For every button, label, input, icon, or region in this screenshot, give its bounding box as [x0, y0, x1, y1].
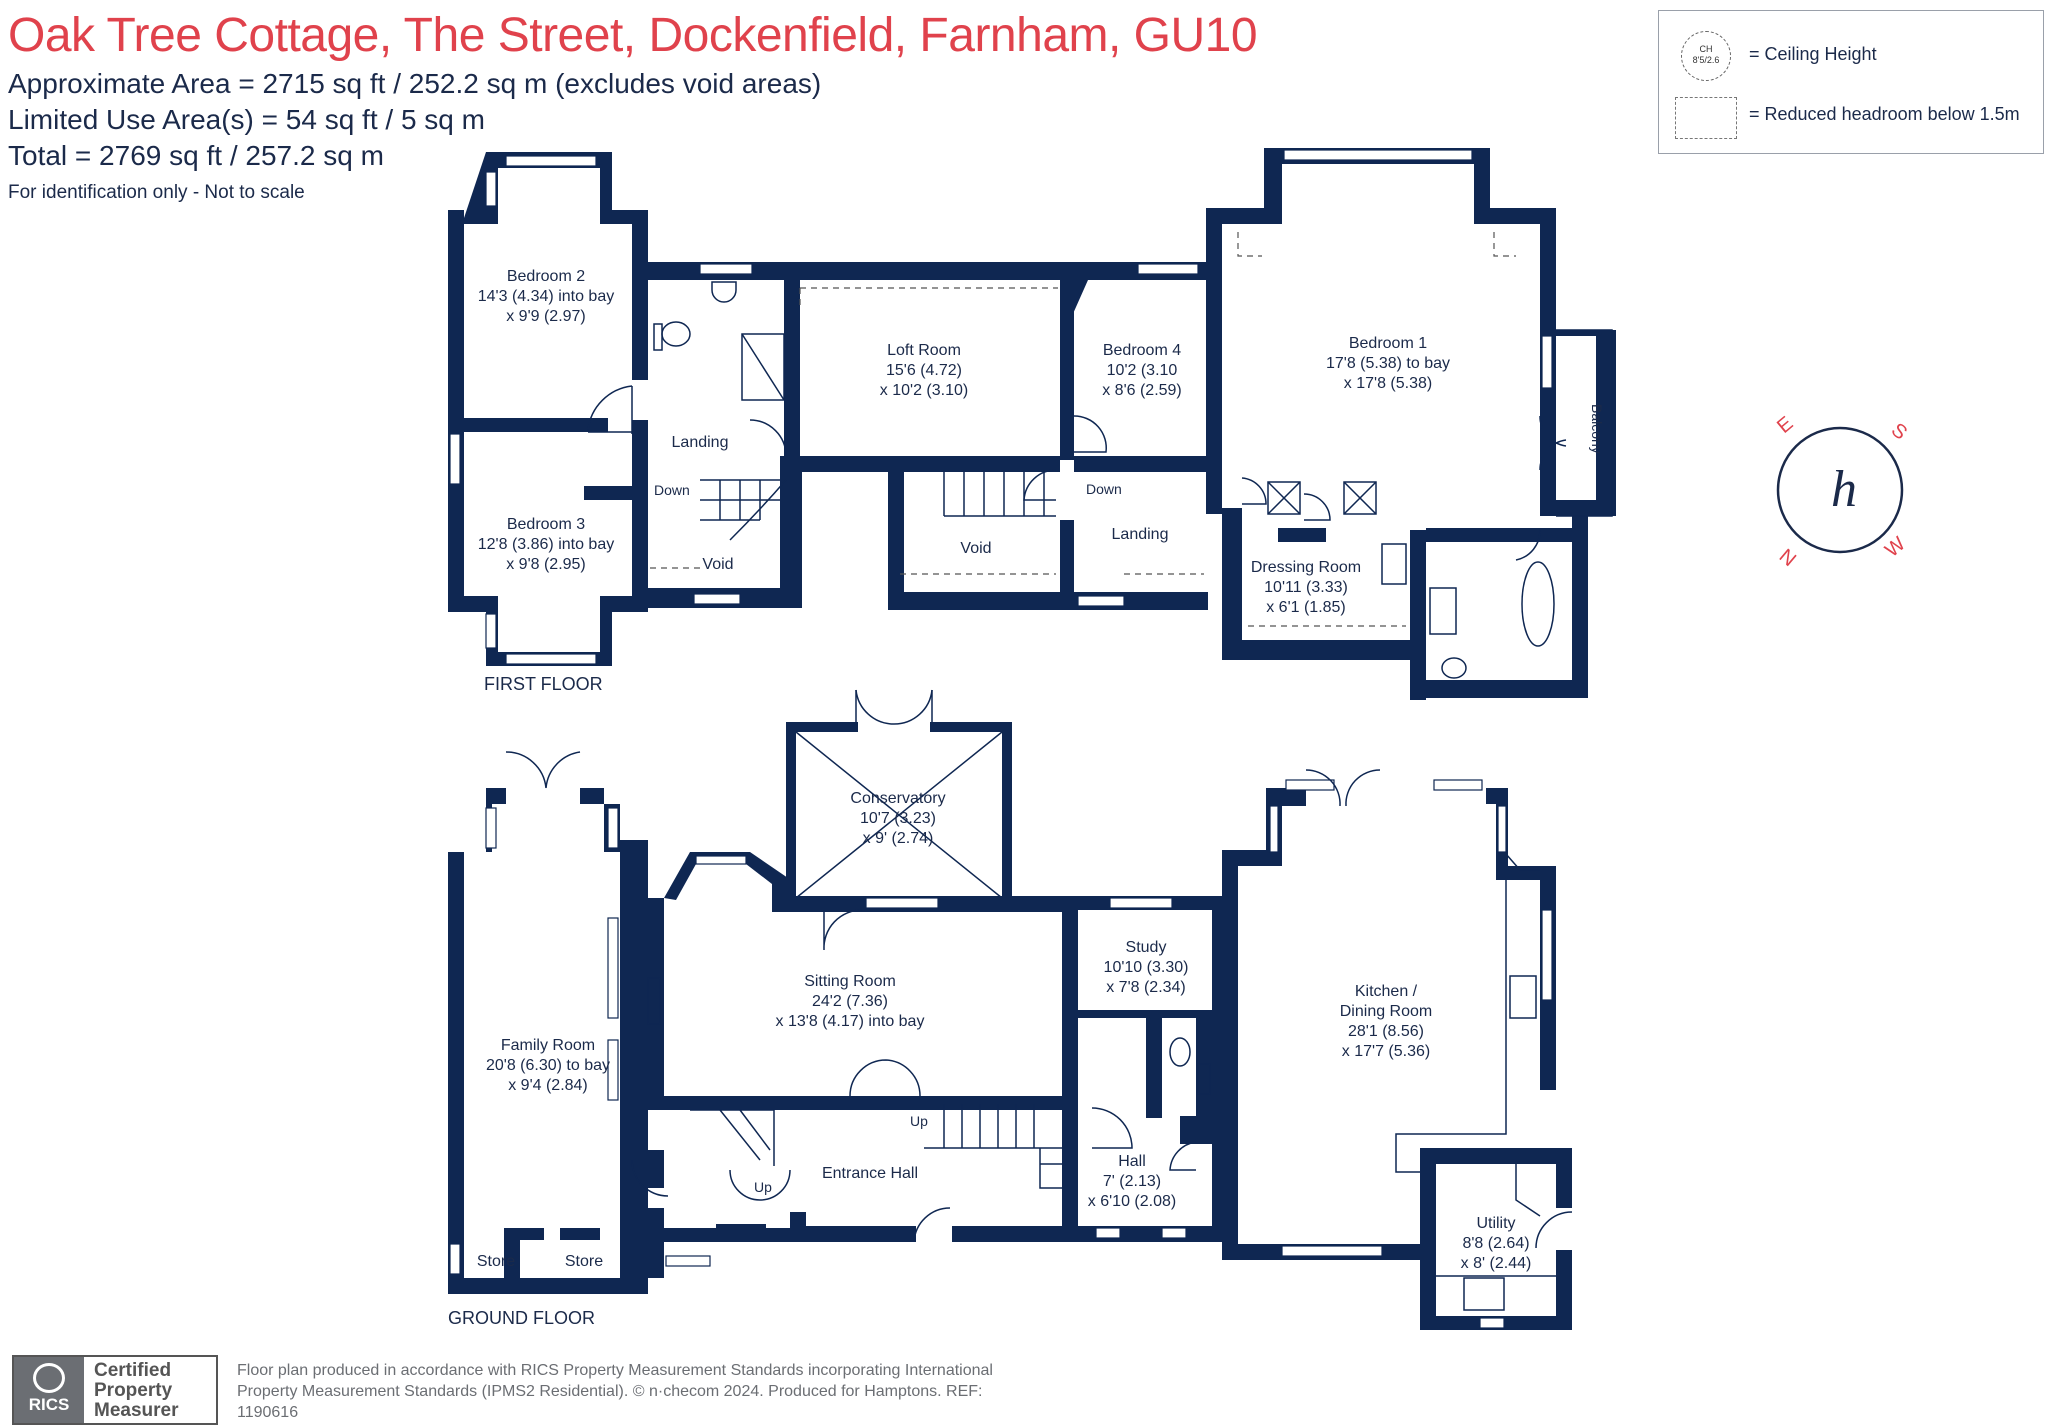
- family-dim2: x 9'4 (2.84): [508, 1077, 588, 1094]
- bedroom3-dim2: x 9'8 (2.95): [506, 556, 586, 573]
- utility-dim1: 8'8 (2.64): [1462, 1235, 1529, 1252]
- identification-note: For identification only - Not to scale: [8, 182, 305, 203]
- limited-use-area: Limited Use Area(s) = 54 sq ft / 5 sq m: [8, 104, 485, 135]
- bedroom4-dim1: 10'2 (3.10: [1107, 362, 1178, 379]
- ground-floor-label: GROUND FLOOR: [448, 1308, 595, 1328]
- first-floor-label: FIRST FLOOR: [484, 674, 603, 694]
- store-left: Store: [477, 1253, 515, 1270]
- ch-value: 8'5/2.6: [1692, 55, 1720, 65]
- rics-badge: RICS: [14, 1357, 84, 1423]
- compass-s: S: [1887, 419, 1911, 444]
- hall-dim2: x 6'10 (2.08): [1088, 1193, 1176, 1210]
- landing-left: Landing: [672, 434, 729, 451]
- down-left: Down: [654, 482, 690, 498]
- cert-line2: Property: [94, 1380, 173, 1401]
- bedroom2-dim2: x 9'9 (2.97): [506, 308, 586, 325]
- ceiling-height-icon: CH 8'5/2.6: [1681, 31, 1731, 81]
- cert-line1: Certified: [94, 1360, 172, 1381]
- first-floor-labels: Bedroom 2 14'3 (4.34) into bay x 9'9 (2.…: [478, 268, 1605, 694]
- compass-icon: h E S N W: [1773, 412, 1911, 570]
- approximate-area: Approximate Area = 2715 sq ft / 252.2 sq…: [8, 68, 822, 99]
- study-name: Study: [1126, 939, 1167, 956]
- compass-n: N: [1775, 545, 1800, 570]
- store-right: Store: [565, 1253, 603, 1270]
- loft-dim2: x 10'2 (3.10): [880, 382, 968, 399]
- bedroom4-dim2: x 8'6 (2.59): [1102, 382, 1182, 399]
- void-mid: Void: [960, 540, 991, 557]
- rics-text: RICS: [28, 1395, 70, 1414]
- ch-symbol: CH: [1699, 44, 1713, 54]
- first-floor-details: [449, 149, 1613, 679]
- sitting-dim1: 24'2 (7.36): [812, 993, 888, 1010]
- balcony-label: Balcony: [1589, 404, 1605, 454]
- rics-certified-logo: RICS Certified Property Measurer: [12, 1355, 218, 1425]
- family-dim1: 20'8 (6.30) to bay: [486, 1057, 610, 1074]
- dressing-dim1: 10'11 (3.33): [1264, 579, 1348, 596]
- study-dim1: 10'10 (3.30): [1104, 959, 1189, 976]
- hall-dim1: 7' (2.13): [1103, 1173, 1161, 1190]
- conservatory-dim2: x 9' (2.74): [863, 830, 934, 847]
- utility-name: Utility: [1476, 1215, 1515, 1232]
- legend-reduced-headroom: = Reduced headroom below 1.5m: [1749, 104, 2020, 124]
- bedroom2-dim1: 14'3 (4.34) into bay: [478, 288, 614, 305]
- legend: CH 8'5/2.6 = Ceiling Height = Reduced he…: [1658, 10, 2044, 154]
- landing-right: Landing: [1112, 526, 1169, 543]
- ground-floor-walls: [448, 690, 1572, 1330]
- kitchen-name1: Kitchen /: [1355, 983, 1418, 1000]
- study-dim2: x 7'8 (2.34): [1106, 979, 1186, 996]
- compass-ring: [1776, 426, 1904, 554]
- void-left: Void: [702, 556, 733, 573]
- page-title: Oak Tree Cottage, The Street, Dockenfiel…: [8, 9, 1258, 62]
- total-area: Total = 2769 sq ft / 257.2 sq m: [8, 140, 384, 171]
- compass-logo: h: [1831, 461, 1857, 518]
- compass-e: E: [1773, 412, 1797, 437]
- compass-w: W: [1881, 533, 1910, 562]
- bedroom1-dim2: x 17'8 (5.38): [1344, 375, 1432, 392]
- bedroom3-name: Bedroom 3: [507, 516, 585, 533]
- loft-name: Loft Room: [887, 342, 961, 359]
- sitting-name: Sitting Room: [804, 973, 896, 990]
- bedroom4-name: Bedroom 4: [1103, 342, 1181, 359]
- ground-floor-labels: Conservatory 10'7 (3.23) x 9' (2.74) Sit…: [448, 790, 1531, 1328]
- down-right: Down: [1086, 481, 1122, 497]
- legend-ceiling-height: = Ceiling Height: [1749, 44, 1877, 64]
- certified-property-measurer: Certified Property Measurer: [94, 1361, 179, 1421]
- loft-dim1: 15'6 (4.72): [886, 362, 962, 379]
- bedroom1-name: Bedroom 1: [1349, 335, 1427, 352]
- ground-floor-details: [449, 689, 1573, 1329]
- up-left: Up: [754, 1179, 772, 1195]
- bedroom2-name: Bedroom 2: [507, 268, 585, 285]
- entrance-hall: Entrance Hall: [822, 1165, 918, 1182]
- kitchen-dim1: 28'1 (8.56): [1348, 1023, 1424, 1040]
- rics-seal-icon: [33, 1363, 65, 1393]
- conservatory-name: Conservatory: [850, 790, 945, 807]
- first-floor-walls: [448, 148, 1616, 700]
- sitting-dim2: x 13'8 (4.17) into bay: [776, 1013, 925, 1030]
- utility-dim2: x 8' (2.44): [1461, 1255, 1532, 1272]
- reduced-headroom-icon: [1675, 97, 1737, 139]
- bedroom1-dim1: 17'8 (5.38) to bay: [1326, 355, 1450, 372]
- up-right: Up: [910, 1113, 928, 1129]
- cert-line3: Measurer: [94, 1400, 179, 1421]
- kitchen-name2: Dining Room: [1340, 1003, 1432, 1020]
- hall-name: Hall: [1118, 1153, 1146, 1170]
- family-name: Family Room: [501, 1037, 595, 1054]
- bedroom3-dim1: 12'8 (3.86) into bay: [478, 536, 614, 553]
- dressing-dim2: x 6'1 (1.85): [1266, 599, 1346, 616]
- conservatory-dim1: 10'7 (3.23): [860, 810, 936, 827]
- kitchen-dim2: x 17'7 (5.36): [1342, 1043, 1430, 1060]
- dressing-name: Dressing Room: [1251, 559, 1361, 576]
- footer-disclaimer: Floor plan produced in accordance with R…: [237, 1362, 993, 1421]
